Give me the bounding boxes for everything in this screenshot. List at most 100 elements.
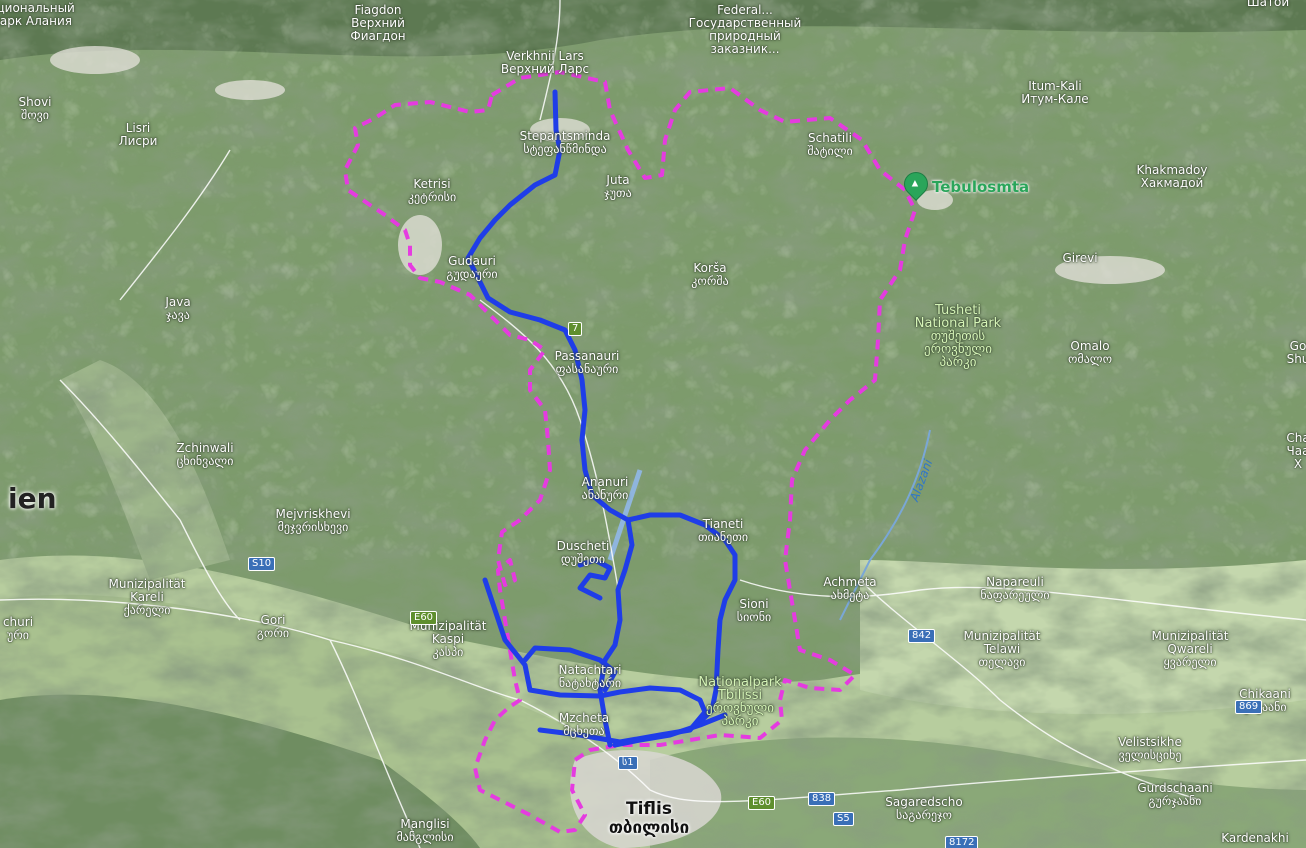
place-label-line: Mejvriskhevi xyxy=(275,507,351,521)
road-shield-r7: 7 xyxy=(568,322,583,336)
place-label-line: Munizipalität xyxy=(108,577,186,591)
place-label-line: მცხეთა xyxy=(563,724,605,738)
road-shield-s10: S10 xyxy=(248,557,276,571)
place-label-line: Chikaani xyxy=(1239,687,1291,701)
place-label-shatoi[interactable]: Шатой xyxy=(1247,0,1289,9)
place-label-line: Go xyxy=(1289,339,1306,353)
place-label-line: Lisri xyxy=(125,121,151,135)
place-label-line: Shovi xyxy=(18,95,52,109)
place-label-line: Верхний xyxy=(351,16,405,30)
road-shield-r838: 838 xyxy=(808,792,836,806)
place-label-line: სიონი xyxy=(736,610,772,624)
place-label-line: Munizipalität xyxy=(1151,629,1229,643)
road-shield-r869: 869 xyxy=(1235,700,1263,714)
snow-patches xyxy=(50,46,1165,284)
place-label-line: თიანეთი xyxy=(697,530,749,544)
place-label-line: Natachtari xyxy=(558,663,622,677)
place-label-line: ациональный xyxy=(0,1,75,15)
place-label-line: Zchinwali xyxy=(176,441,234,455)
place-label-line: Federal... xyxy=(717,3,773,17)
place-label-line: Juta xyxy=(606,173,630,187)
place-label-line: Sioni xyxy=(739,597,769,611)
place-label-line: Qwareli xyxy=(1167,642,1213,656)
place-label-line: პარკი xyxy=(721,714,759,729)
place-label-line: Sagaredscho xyxy=(885,795,963,809)
place-label-line: ცხინვალი xyxy=(176,454,234,468)
poi-label[interactable]: Tebulosmta xyxy=(932,178,1030,196)
place-label-line: შატილი xyxy=(807,144,853,158)
place-label-line: Verkhnii Lars xyxy=(506,49,584,63)
place-label-line: Х xyxy=(1293,457,1303,471)
place-label-natpark-alania[interactable]: ациональныйпарк Алания xyxy=(0,2,75,28)
place-label-line: საგარეჯო xyxy=(896,808,952,822)
place-label-line: Tianeti xyxy=(702,517,744,531)
gps-track-segment xyxy=(577,557,613,601)
place-label-line: Passanauri xyxy=(554,349,620,363)
place-label-line: Gudauri xyxy=(448,254,496,268)
place-label-line: ური xyxy=(6,628,30,642)
place-label-line: მანგლისი xyxy=(396,830,454,844)
place-label-line: ჯავა xyxy=(166,308,190,322)
place-label-girevi[interactable]: Girevi xyxy=(1062,252,1097,265)
place-label-line: თბილისი xyxy=(608,818,690,838)
place-label-line: ახმეტა xyxy=(830,588,870,602)
place-label-line: Kardenakhi xyxy=(1221,831,1289,845)
place-label-line: Munizipalität xyxy=(963,629,1041,643)
road-shield-e60-east: E60 xyxy=(748,796,776,810)
place-label-line: სტეფანწმინდა xyxy=(523,142,607,156)
place-label-line: ომალო xyxy=(1067,352,1113,366)
place-label-line: Kaspi xyxy=(431,632,465,646)
place-label-line: Итум-Кале xyxy=(1021,92,1089,106)
place-label-line: Telawi xyxy=(983,642,1021,656)
place-label-line: заказник... xyxy=(710,42,780,56)
place-label-kardenakhi[interactable]: Kardenakhi xyxy=(1221,832,1289,845)
place-label-line: Girevi xyxy=(1062,251,1098,265)
gps-track-segment xyxy=(612,712,728,748)
place-label-line: Фиагдон xyxy=(350,29,406,43)
place-label-line: გურჯაანი xyxy=(1148,794,1202,808)
